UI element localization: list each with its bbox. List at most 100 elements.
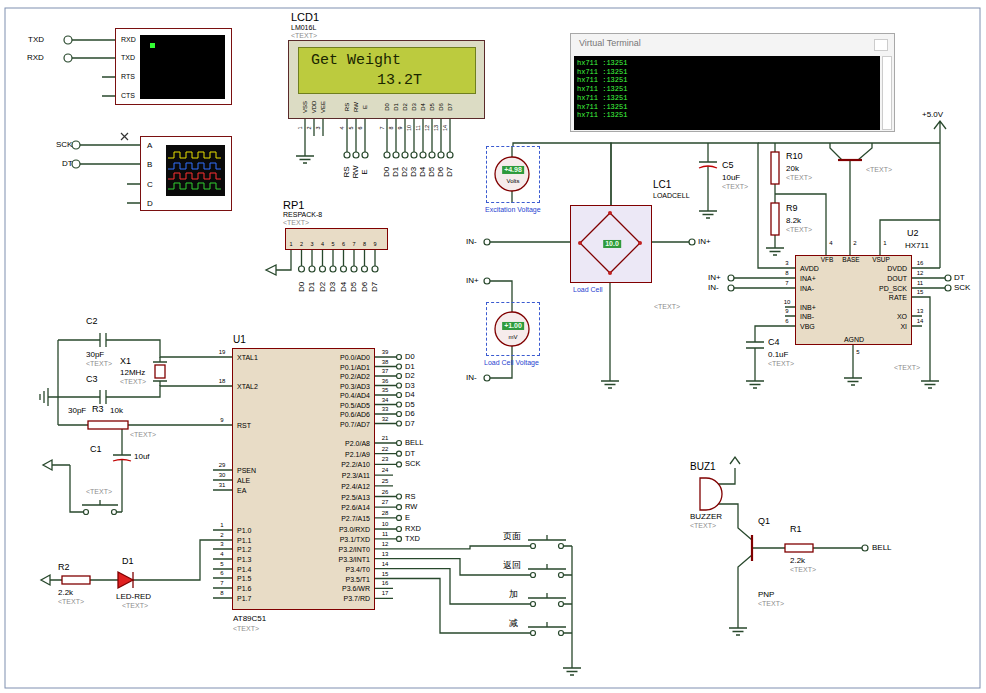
wire-connector [513,143,611,205]
part-ref: C5 [722,160,734,170]
wire [305,119,450,152]
part-value: 2.2k [58,588,73,597]
part-ref: R1 [790,524,802,534]
net-label: D0 [382,167,391,177]
pin-number: 4 [220,551,223,558]
pin-number: 34 [382,396,389,403]
text-placeholder: <TEXT> [283,219,309,227]
component-symbol [699,166,717,168]
wire [40,333,106,406]
pin-number: 15 [382,570,389,577]
pin-name: P3.4/T0 [345,566,370,574]
pin-name: D5 [429,103,436,111]
pin-name: P0.7/AD7 [340,420,370,428]
terminal-pin [559,573,564,578]
wire [375,546,530,633]
component-symbol [155,365,165,378]
part-ref: Q1 [758,516,770,526]
component-symbol [132,572,133,588]
pin-name: C [147,180,153,189]
pin-name: DOUT [887,275,907,283]
pin-name: P1.2 [237,546,251,554]
pin-name: D6 [438,103,445,111]
wire [490,146,689,378]
pin-name: D4 [420,103,427,111]
pin-name: P0.6/AD6 [340,411,370,419]
pin-number: 13 [382,550,389,557]
pin-number: 4 [339,126,345,129]
net-label: RXD [27,53,44,62]
pin-number: 33 [382,406,389,413]
ground-symbol [921,375,939,388]
terminal-pin [299,266,305,272]
net-label: DT [62,159,73,168]
terminal-pin [112,510,117,515]
terminal-pin [638,241,642,245]
net-label: RS [342,166,351,177]
part-ref: U1 [233,334,246,346]
pin-number: 24 [382,467,389,474]
instrument-art [168,152,221,158]
pin-name: D [147,199,153,208]
terminal-pin [397,421,402,426]
part-value: 0.1uF [768,350,788,359]
ground-symbol [563,662,581,675]
text-placeholder: <TEXT> [120,378,146,386]
button-label: 加 [509,589,518,599]
part-value: 10uF [722,173,740,182]
terminal-pin [578,241,582,245]
pin-name: P3.3/INT1 [338,556,370,564]
pin-name: P0.2/AD2 [340,373,370,381]
terminal-pin [309,266,315,272]
pin-number: 6 [357,126,363,129]
pin-name: P1.6 [237,585,251,593]
pin-name: P1.7 [237,595,251,603]
net-label: D7 [405,419,415,428]
terminal-pin [84,510,89,515]
pin-name: VSS [302,101,309,113]
pin-number: 4 [829,240,832,247]
pin-number: 1 [297,126,303,129]
part-value: HX711 [905,241,929,250]
pin-number: 9 [397,126,403,129]
component-symbol [771,203,779,235]
part-ref: BUZ1 [690,461,716,473]
net-label: SCK [405,460,420,469]
part-ref: C1 [90,444,102,454]
pin-number: 3 [310,241,313,247]
part-ref: C3 [86,374,98,384]
button-label: 页面 [503,531,521,541]
pin-number: 16 [382,580,389,587]
millivoltmeter: +1.00mVLoad Cell Voltage [486,302,540,356]
part-value: BUZZER [690,512,722,521]
pin-number: 6 [342,241,345,247]
pin-number: 10 [382,521,389,528]
terminal-pin [447,152,453,158]
wire [758,121,946,268]
ground-symbol [766,242,784,255]
net-label: RW [405,503,417,512]
part-ref: U2 [907,228,919,238]
pin-number: 25 [382,477,389,484]
pin-number: 19 [219,349,226,356]
wire [213,470,232,598]
terminal-pin [402,152,408,158]
pin-number: 11 [415,125,421,131]
pin-name: CTS [121,92,135,100]
component-symbol [88,421,128,429]
pin-number: 5 [856,349,859,356]
terminal-pin [608,211,612,215]
pin-name: D1 [393,103,400,111]
pin-number: 8 [220,590,223,597]
wire [699,143,717,205]
terminal-pin [397,412,402,417]
terminal-pin [559,631,564,636]
net-label: D3 [328,282,337,292]
part-value: PNP [758,590,774,599]
net-label: DT [405,449,415,458]
instrument-art [168,183,221,189]
probe-label: Excitation Voltage [485,206,541,214]
pin-number: 14 [917,318,924,325]
terminal-pin [397,402,402,407]
terminal-pin [397,364,402,369]
